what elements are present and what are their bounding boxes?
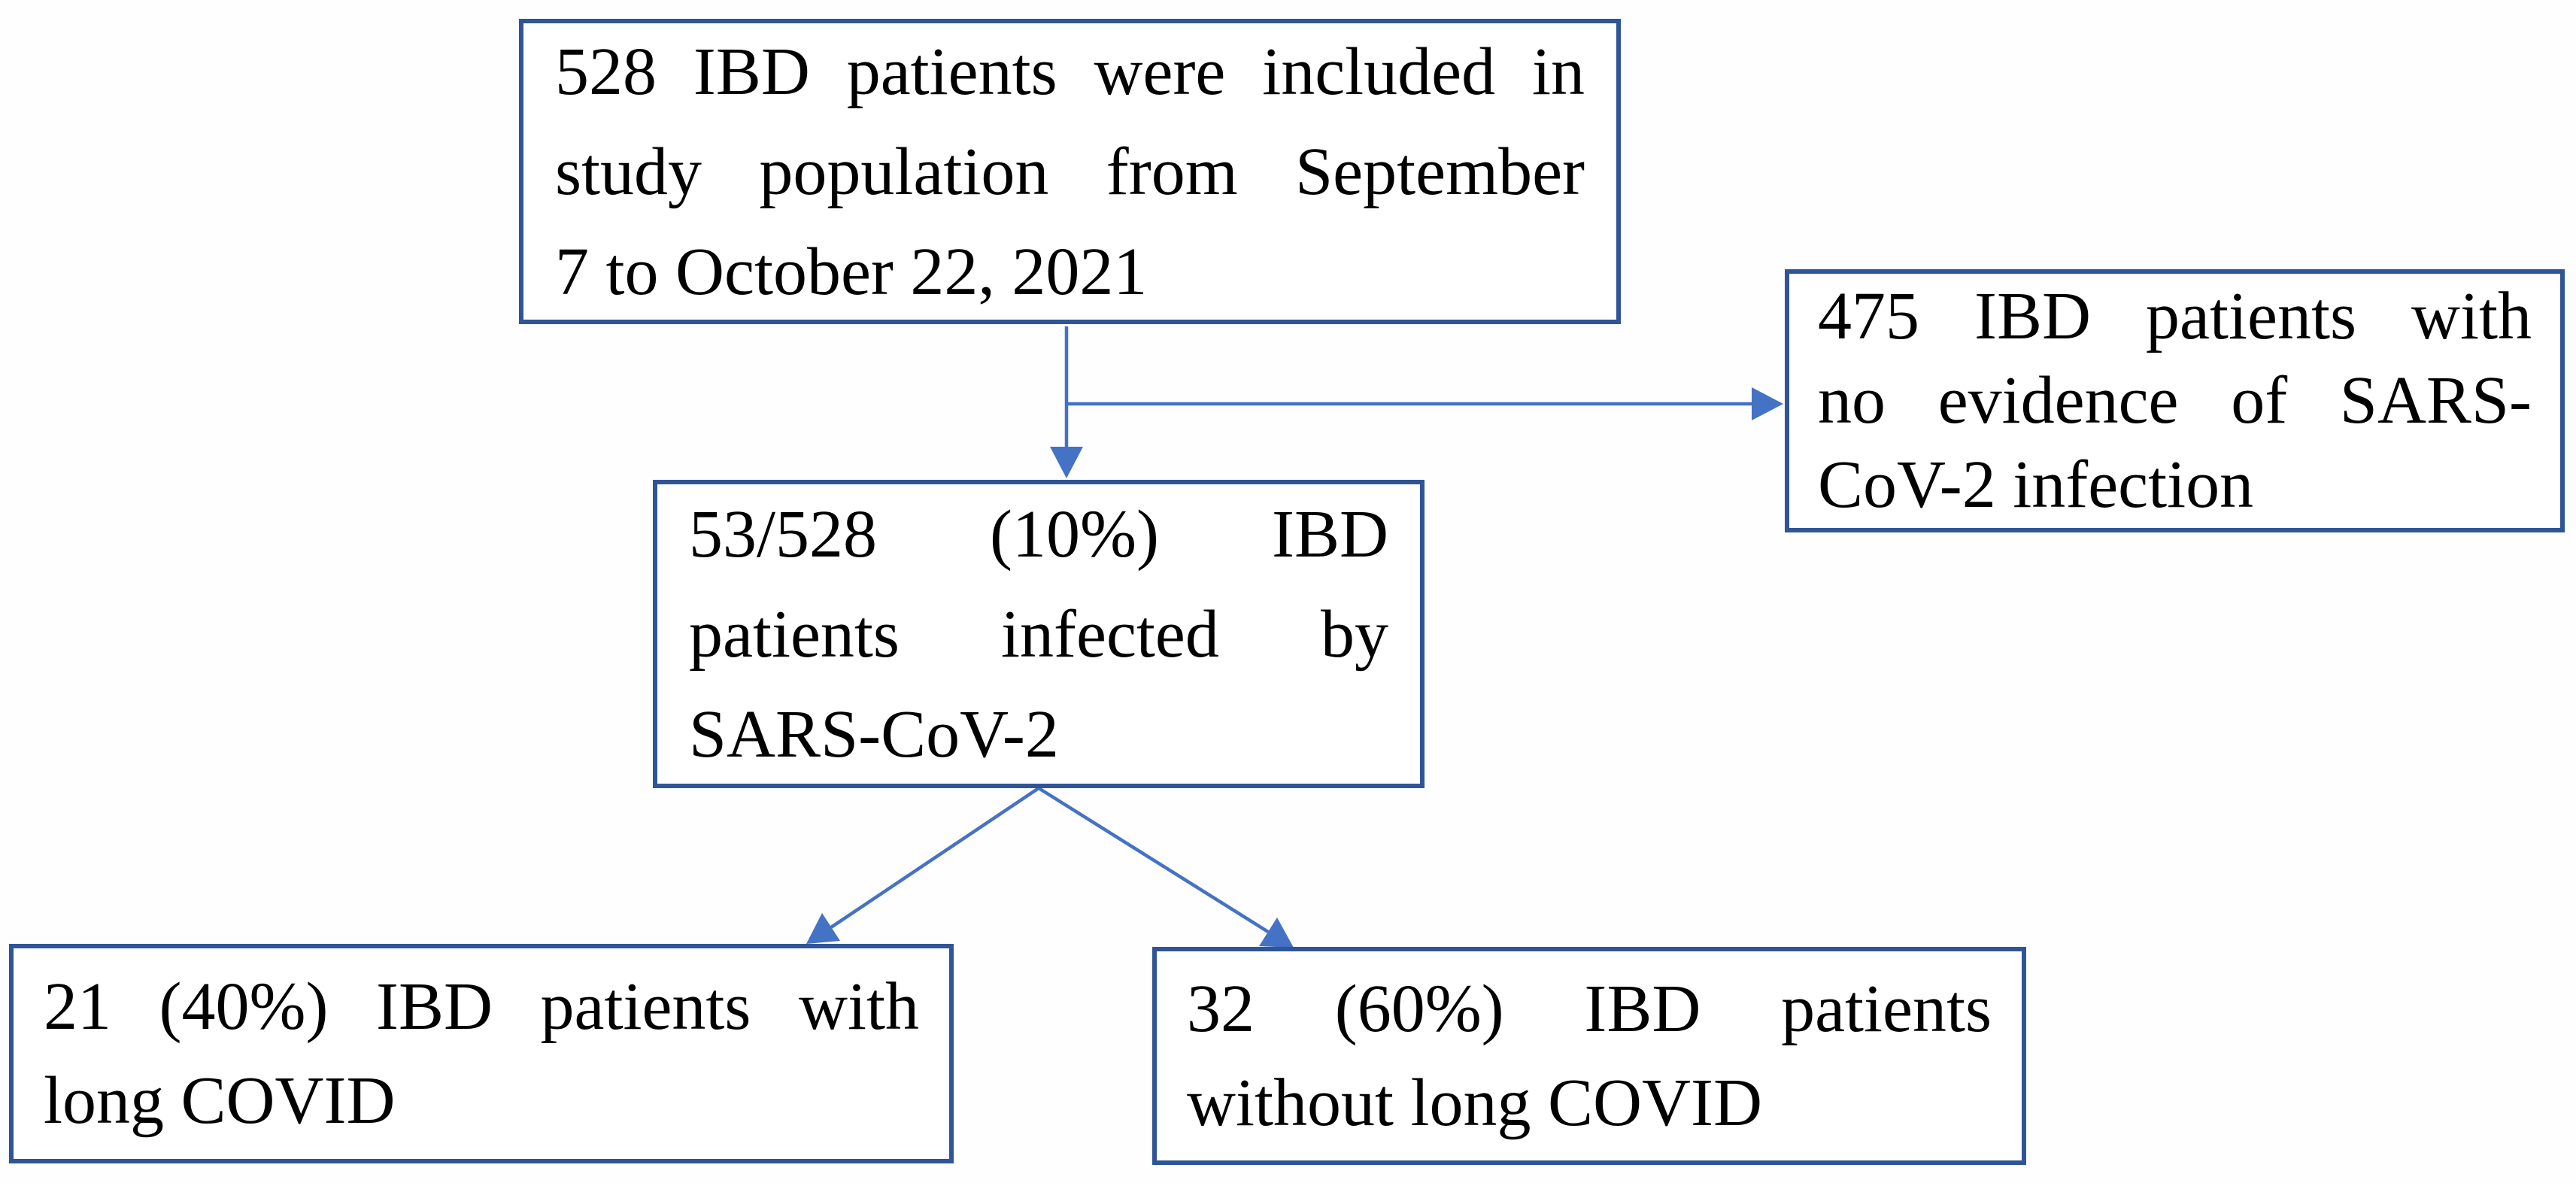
box-text-line: without long COVID: [1187, 1066, 1762, 1140]
box-text-line: 21 (40%) IBD patients with: [44, 969, 919, 1044]
connector-infected-to-long-covid: [830, 787, 1040, 929]
box-text-line: CoV-2 infection: [1818, 447, 2254, 522]
box-text-line: 53/528 (10%) IBD: [689, 496, 1388, 572]
arrowhead-down-right-icon: [1259, 918, 1294, 948]
connector-infected-to-no-long-covid: [1037, 787, 1270, 933]
box-text-line: no evidence of SARS-: [1818, 363, 2532, 438]
box-without-long-covid-patients: 32 (60%) IBD patients without long COVID: [1152, 947, 2026, 1165]
box-text-line: study population from September: [555, 134, 1585, 209]
box-text-line: 7 to October 22, 2021: [555, 234, 1148, 309]
arrowhead-down-icon: [1050, 447, 1083, 478]
box-long-covid-patients: 21 (40%) IBD patients with long COVID: [9, 944, 954, 1163]
arrowhead-right-icon: [1752, 387, 1783, 420]
box-text-line: long COVID: [44, 1063, 396, 1138]
box-included-patients: 528 IBD patients were included in study p…: [519, 19, 1621, 324]
box-text-line: 528 IBD patients were included in: [555, 34, 1585, 109]
box-text-line: SARS-CoV-2: [689, 696, 1059, 772]
box-no-sars-cov-2-evidence: 475 IBD patients with no evidence of SARS…: [1785, 269, 2565, 532]
box-text-line: 475 IBD patients with: [1818, 279, 2532, 353]
box-text-line: 32 (60%) IBD patients: [1187, 972, 1992, 1046]
box-text-line: patients infected by: [689, 596, 1388, 672]
arrowhead-down-left-icon: [806, 913, 840, 944]
box-infected-patients: 53/528 (10%) IBD patients infected by SARS…: [653, 480, 1425, 788]
